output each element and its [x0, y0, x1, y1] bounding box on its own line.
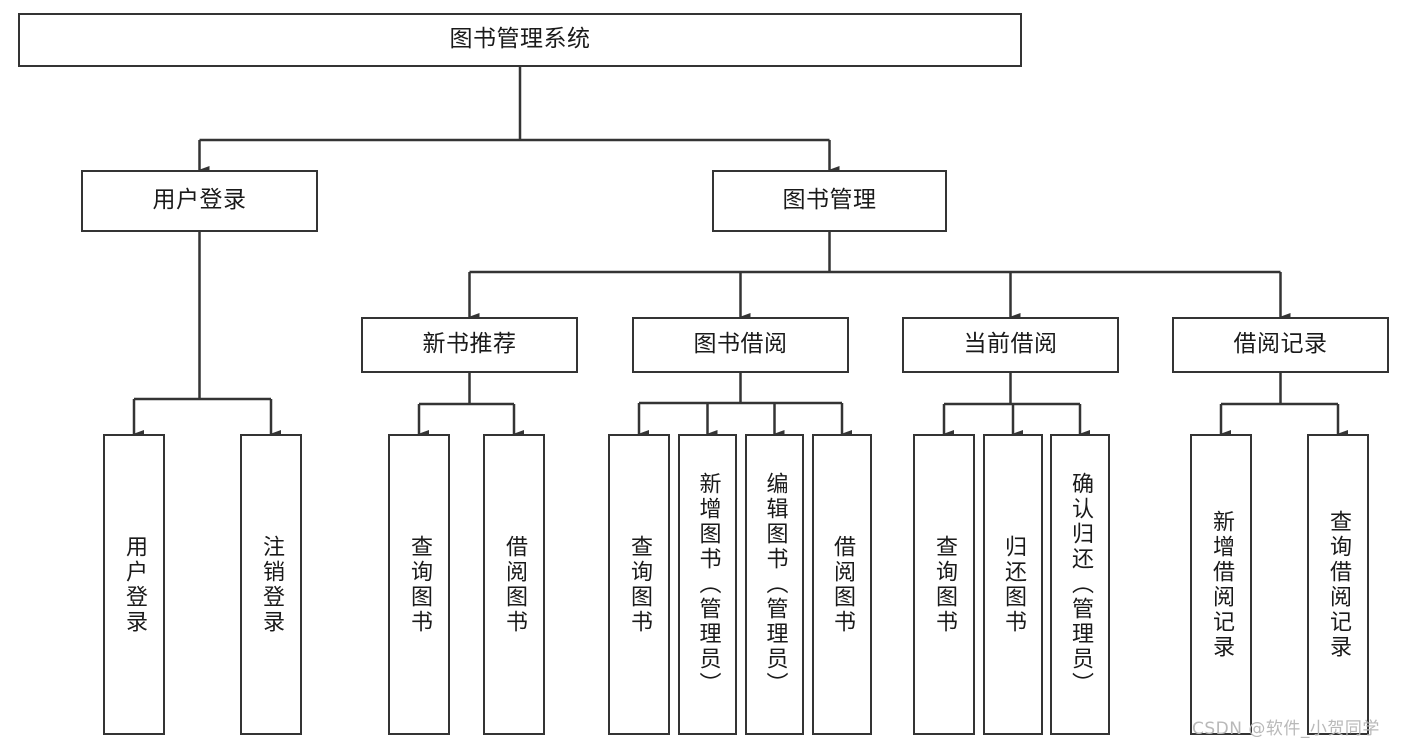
node-label: 查询借阅记录 — [1326, 509, 1351, 660]
node-current-borrow[interactable]: 当前借阅 — [902, 317, 1119, 373]
node-leaf-cb-confirm[interactable]: 确认归还（管理员） — [1050, 434, 1110, 735]
node-label: 图书管理 — [782, 187, 877, 214]
node-label: 确认归还（管理员） — [1068, 472, 1093, 697]
node-leaf-user-logout[interactable]: 注销登录 — [240, 434, 302, 735]
node-leaf-bb-add[interactable]: 新增图书（管理员） — [678, 434, 737, 735]
node-label: 借阅图书 — [830, 534, 855, 635]
node-new-book-rec[interactable]: 新书推荐 — [361, 317, 578, 373]
node-label: 当前借阅 — [963, 331, 1058, 358]
node-leaf-rec-query[interactable]: 查询图书 — [388, 434, 450, 735]
node-leaf-bb-borrow[interactable]: 借阅图书 — [812, 434, 872, 735]
node-label: 新书推荐 — [422, 331, 517, 358]
node-label: 查询图书 — [407, 534, 432, 635]
node-label: 编辑图书（管理员） — [762, 472, 788, 697]
node-leaf-rec-borrow[interactable]: 借阅图书 — [483, 434, 545, 735]
node-book-borrow[interactable]: 图书借阅 — [632, 317, 849, 373]
node-leaf-bb-query[interactable]: 查询图书 — [608, 434, 670, 735]
node-label: 借阅图书 — [502, 534, 527, 635]
node-book-manage[interactable]: 图书管理 — [712, 170, 947, 232]
node-label: 新增图书（管理员） — [695, 472, 721, 697]
node-user-login[interactable]: 用户登录 — [81, 170, 318, 232]
node-label: 新增借阅记录 — [1209, 509, 1234, 660]
node-leaf-cb-return[interactable]: 归还图书 — [983, 434, 1043, 735]
node-label: 查询图书 — [627, 534, 652, 635]
node-label: 图书借阅 — [693, 331, 788, 358]
node-label: 归还图书 — [1001, 534, 1026, 635]
node-label: 注销登录 — [259, 534, 284, 635]
node-leaf-bb-edit[interactable]: 编辑图书（管理员） — [745, 434, 804, 735]
node-leaf-br-query[interactable]: 查询借阅记录 — [1307, 434, 1369, 735]
node-label: 查询图书 — [932, 534, 957, 635]
node-root[interactable]: 图书管理系统 — [18, 13, 1022, 67]
node-label: 用户登录 — [122, 534, 147, 635]
node-leaf-cb-query[interactable]: 查询图书 — [913, 434, 975, 735]
node-leaf-br-add[interactable]: 新增借阅记录 — [1190, 434, 1252, 735]
node-label: 图书管理系统 — [449, 26, 591, 53]
node-label: 用户登录 — [152, 187, 247, 214]
node-leaf-user-login[interactable]: 用户登录 — [103, 434, 165, 735]
csdn-watermark: CSDN @软件_小贺同学 — [1192, 719, 1380, 739]
node-borrow-record[interactable]: 借阅记录 — [1172, 317, 1389, 373]
edges — [132, 67, 1348, 438]
node-label: 借阅记录 — [1233, 331, 1328, 358]
